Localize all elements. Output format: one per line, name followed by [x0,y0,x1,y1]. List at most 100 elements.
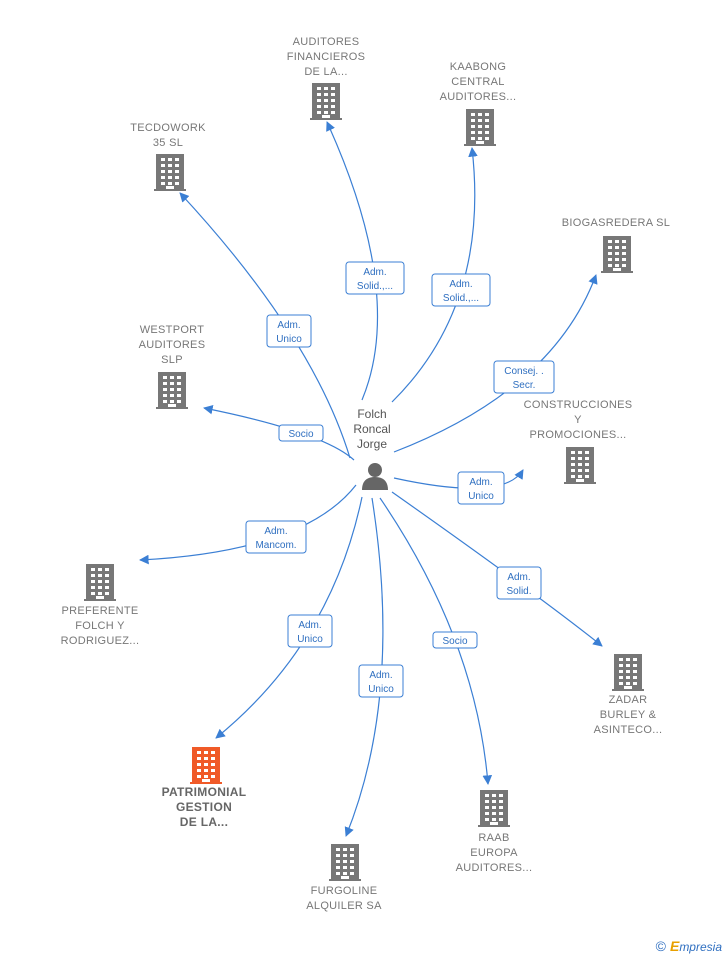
edge-label-text: Socio [288,429,313,440]
edge-construcciones[interactable]: Adm. Unico [393,469,524,505]
edge-preferente[interactable]: Adm. Mancom. [139,484,357,565]
brand-watermark: ©Empresia [656,938,722,954]
edge-auditores-financieros[interactable]: Adm. Solid.,... [326,121,405,401]
edge-label-box [496,566,542,600]
brand-logo-letter: E [669,938,680,954]
company-name-line: TECDOWORK [130,122,206,134]
company-name-line: KAABONG [450,61,507,73]
company-name-line: FURGOLINE [311,885,378,897]
person-icon [362,463,388,490]
edge-westport[interactable]: Socio [203,405,355,461]
company-node-westport[interactable]: WESTPORT AUDITORES SLP [139,324,206,409]
center-node[interactable]: Folch Roncal Jorge [353,407,391,490]
edge-label-box [432,631,478,649]
company-node-raab[interactable]: RAAB EUROPA AUDITORES... [456,790,533,874]
company-node-auditores-financieros[interactable]: AUDITORES FINANCIEROS DE LA... [287,36,365,120]
company-name-line: FINANCIEROS [287,51,365,63]
edge-label-text: Adm. [298,620,321,631]
building-icon [190,747,222,784]
company-name-line: GESTION [176,800,232,814]
company-node-kaabong[interactable]: KAABONG CENTRAL AUDITORES... [440,61,517,146]
edge-label-box [345,261,405,295]
building-icon [310,83,342,120]
building-icon [564,447,596,484]
company-name-line: RAAB [478,832,509,844]
edge-label-text: Secr. [513,380,536,391]
company-name-line: PATRIMONIAL [162,785,247,799]
company-name-line: FOLCH Y [75,620,125,632]
company-name-line: PROMOCIONES... [529,429,626,441]
edge-label-text: Consej. . [504,366,543,377]
company-name-line: PREFERENTE [62,605,139,617]
company-name-line: AUDITORES... [456,862,533,874]
center-name-line-2: Roncal [353,422,390,436]
center-name-line-1: Folch [357,407,386,421]
company-node-preferente[interactable]: PREFERENTE FOLCH Y RODRIGUEZ... [61,564,140,647]
company-node-zadar[interactable]: ZADAR BURLEY & ASINTECO... [594,654,663,736]
building-icon [601,236,633,273]
edge-raab[interactable]: Socio [379,497,493,785]
building-icon [464,109,496,146]
edge-label-text: Adm. [507,572,530,583]
edge-kaabong[interactable]: Adm. Solid.,... [391,147,491,403]
edge-zadar[interactable]: Adm. Solid. [391,491,603,647]
company-name-line: CENTRAL [451,76,504,88]
edge-label-box [431,273,491,307]
company-name-line: DE LA... [304,66,347,78]
company-name-line: ALQUILER SA [306,900,382,912]
edge-label-box [266,314,312,348]
company-name-line: ASINTECO... [594,724,663,736]
nodes-layer: AUDITORES FINANCIEROS DE LA... KAABONG CENTR… [61,36,670,912]
edge-label-box [358,664,404,698]
edge-label-text: Adm. [277,320,300,331]
building-icon [329,844,361,881]
company-node-construcciones[interactable]: CONSTRUCCIONESYPROMOCIONES... [524,399,633,484]
edge-furgoline[interactable]: Adm.Unico [344,497,404,837]
company-name-line: Y [574,414,582,426]
company-name-line: EUROPA [470,847,518,859]
company-name-line: BURLEY & [600,709,657,721]
company-name-line: DE LA... [180,815,228,829]
edge-patrimonial[interactable]: Adm. Unico [215,496,363,739]
company-name-line: RODRIGUEZ... [61,635,140,647]
edge-label-box [457,471,505,505]
edge-label-box [278,424,324,442]
edge-label-text: Unico [468,491,494,502]
copyright-symbol: © [655,938,666,954]
edge-label-text: Solid. [506,586,531,597]
company-name-line: AUDITORES [293,36,360,48]
edges-layer: Adm.Solid.,...Adm.Solid.,...Adm.UnicoCon… [139,121,603,837]
building-icon [478,790,510,827]
edge-label-text: Adm. [363,267,386,278]
edge-label-text: Solid.,... [443,293,479,304]
edge-label-text: Mancom. [255,540,296,551]
edge-label-text: Unico [276,334,302,345]
edge-label-text: Adm. [469,477,492,488]
building-icon [612,654,644,691]
edge-label-text: Adm. [449,279,472,290]
edge-line [179,192,351,459]
edge-label-text: Adm. [369,670,392,681]
company-name-line: SLP [161,354,183,366]
edge-label-text: Unico [297,634,323,645]
edge-tecdowork[interactable]: Adm. Unico [179,192,351,459]
edge-label-text: Adm. [264,526,287,537]
company-node-furgoline[interactable]: FURGOLINE ALQUILER SA [306,844,382,912]
company-name-line: ZADAR [609,694,648,706]
building-icon [84,564,116,601]
company-name-line: BIOGASREDERA SL [562,217,670,229]
edge-line [326,121,379,401]
company-name-line: AUDITORES [139,339,206,351]
company-name-line: AUDITORES... [440,91,517,103]
edge-label-box [493,360,555,394]
center-name-line-3: Jorge [357,437,387,451]
edge-label-text: Solid.,... [357,281,393,292]
building-icon [154,154,186,191]
edge-biogasredera[interactable]: Consej. . Secr. [393,274,598,453]
company-name-line: WESTPORT [140,324,205,336]
brand-name: mpresia [679,940,722,954]
company-node-biogasredera[interactable]: BIOGASREDERA SL [562,217,670,273]
